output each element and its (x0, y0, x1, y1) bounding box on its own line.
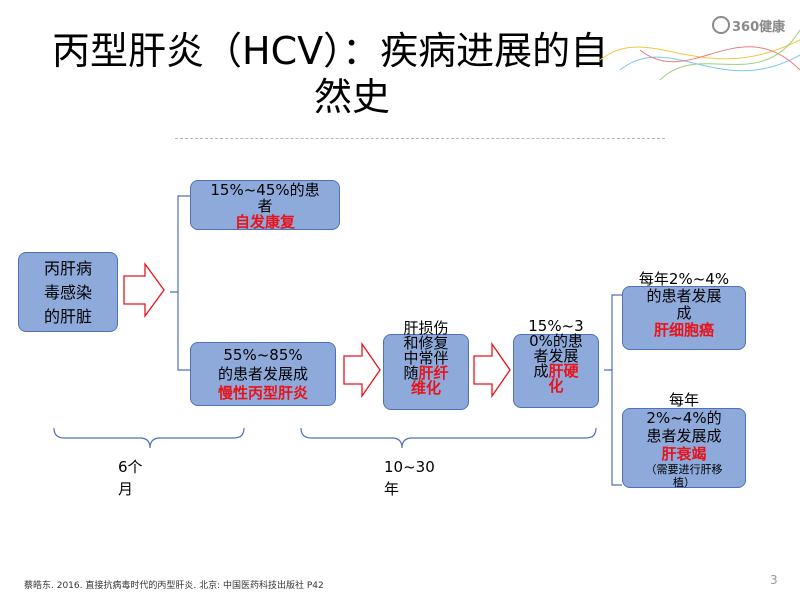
node-chronic-hepatitis: 55%~85% 的患者发展成 慢性丙型肝炎 (190, 342, 336, 406)
source-citation: 蔡皓东. 2016. 直接抗病毒时代的丙型肝炎. 北京: 中国医药科技出版社 P… (24, 581, 324, 591)
split-bracket (170, 195, 190, 371)
timeline-label-first: 6个 月 (118, 456, 143, 500)
node-text: 患者发展成 (646, 427, 722, 445)
node-text: 中常伴 (403, 349, 449, 367)
timeline-text: 年 (384, 480, 400, 498)
slide-title-line2: 然史 (314, 75, 391, 119)
node-text: 随肝纤 (384, 366, 468, 381)
node-note: 植） (673, 476, 695, 489)
node-highlight: 自发康复 (234, 213, 295, 231)
title-divider (175, 138, 665, 139)
timeline-text: 10~30 (384, 458, 435, 476)
page-number: 3 (770, 573, 778, 587)
node-text: 55%~85% (223, 346, 303, 364)
node-text-prefix: 成 (533, 362, 549, 380)
node-highlight: 肝纤 (418, 364, 449, 382)
node-cirrhosis: 15%~3 0%的患 者发展 成肝硬 化 (513, 319, 599, 408)
node-text: 和修复 (403, 334, 449, 352)
node-text: 者 (257, 197, 273, 215)
node-liver-fibrosis: 肝损伤 和修复 中常伴 随肝纤 维化 (383, 321, 469, 410)
node-highlight: 化 (548, 377, 564, 395)
node-note: （需要进行肝移 (645, 463, 723, 476)
node-text-prefix: 随 (403, 364, 419, 382)
arrow-right-icon (473, 341, 511, 399)
brand-logo: 360健康 (712, 16, 785, 35)
timeline-label-second: 10~30 年 (384, 456, 435, 500)
node-liver-failure: 每年 2%~4%的 患者发展成 肝衰竭 （需要进行肝移 植） (622, 391, 746, 489)
node-highlight: 肝硬 (548, 362, 579, 380)
node-infected-liver: 丙肝病 毒感染 的肝脏 (18, 252, 118, 332)
arrow-right-icon (343, 341, 381, 399)
arrow-right-icon (123, 262, 165, 318)
node-text: 丙肝病 (43, 259, 92, 278)
brand-mark-icon (712, 16, 730, 34)
node-text: 每年 (668, 391, 699, 409)
slide-title: 丙型肝炎（HCV）：疾病进展的自 然史 (52, 28, 672, 120)
node-highlight: 维化 (410, 379, 441, 397)
timeline-text: 6个 (118, 458, 143, 476)
node-text: 的患者发展成 (217, 365, 308, 383)
node-highlight: 肝衰竭 (661, 445, 707, 463)
node-text: 2%~4%的 (646, 409, 722, 427)
node-text: 15%~45%的患 (210, 181, 320, 199)
node-text: 的肝脏 (43, 307, 92, 326)
node-highlight: 慢性丙型肝炎 (217, 384, 308, 402)
node-text: 肝损伤 (403, 319, 449, 337)
node-text: 毒感染 (43, 283, 92, 302)
brand-text: 360健康 (732, 20, 786, 35)
timeline-brace-second (300, 427, 597, 449)
node-text: 成肝硬 (514, 364, 598, 379)
node-text: 每年2%~4% (638, 270, 730, 288)
node-spontaneous-recovery: 15%~45%的患 者 自发康复 (190, 180, 340, 230)
node-text: 15%~3 (528, 317, 584, 335)
node-text: 0%的患 (529, 332, 583, 350)
timeline-brace-first (53, 427, 245, 449)
node-text: 者发展 (533, 347, 579, 365)
node-highlight: 肝细胞癌 (653, 321, 714, 339)
node-text: 成 (676, 304, 692, 322)
node-hepatocellular-carcinoma: 每年2%~4% 的患者发展 成 肝细胞癌 (622, 271, 746, 350)
timeline-text: 月 (118, 480, 134, 498)
slide-title-line1: 丙型肝炎（HCV）：疾病进展的自 (52, 29, 609, 73)
node-text: 的患者发展 (646, 287, 722, 305)
split-bracket-2 (604, 294, 622, 486)
